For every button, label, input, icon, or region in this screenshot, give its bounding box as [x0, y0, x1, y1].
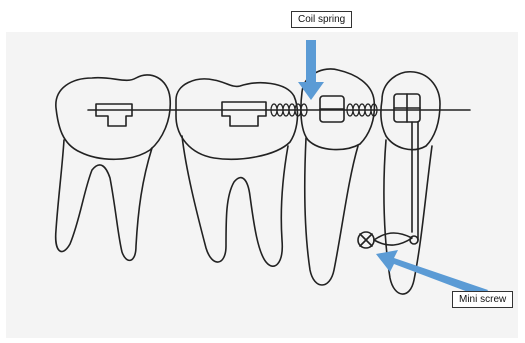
coil-spring-label: Coil spring — [291, 11, 352, 28]
mini-screw-label: Mini screw — [452, 291, 513, 308]
